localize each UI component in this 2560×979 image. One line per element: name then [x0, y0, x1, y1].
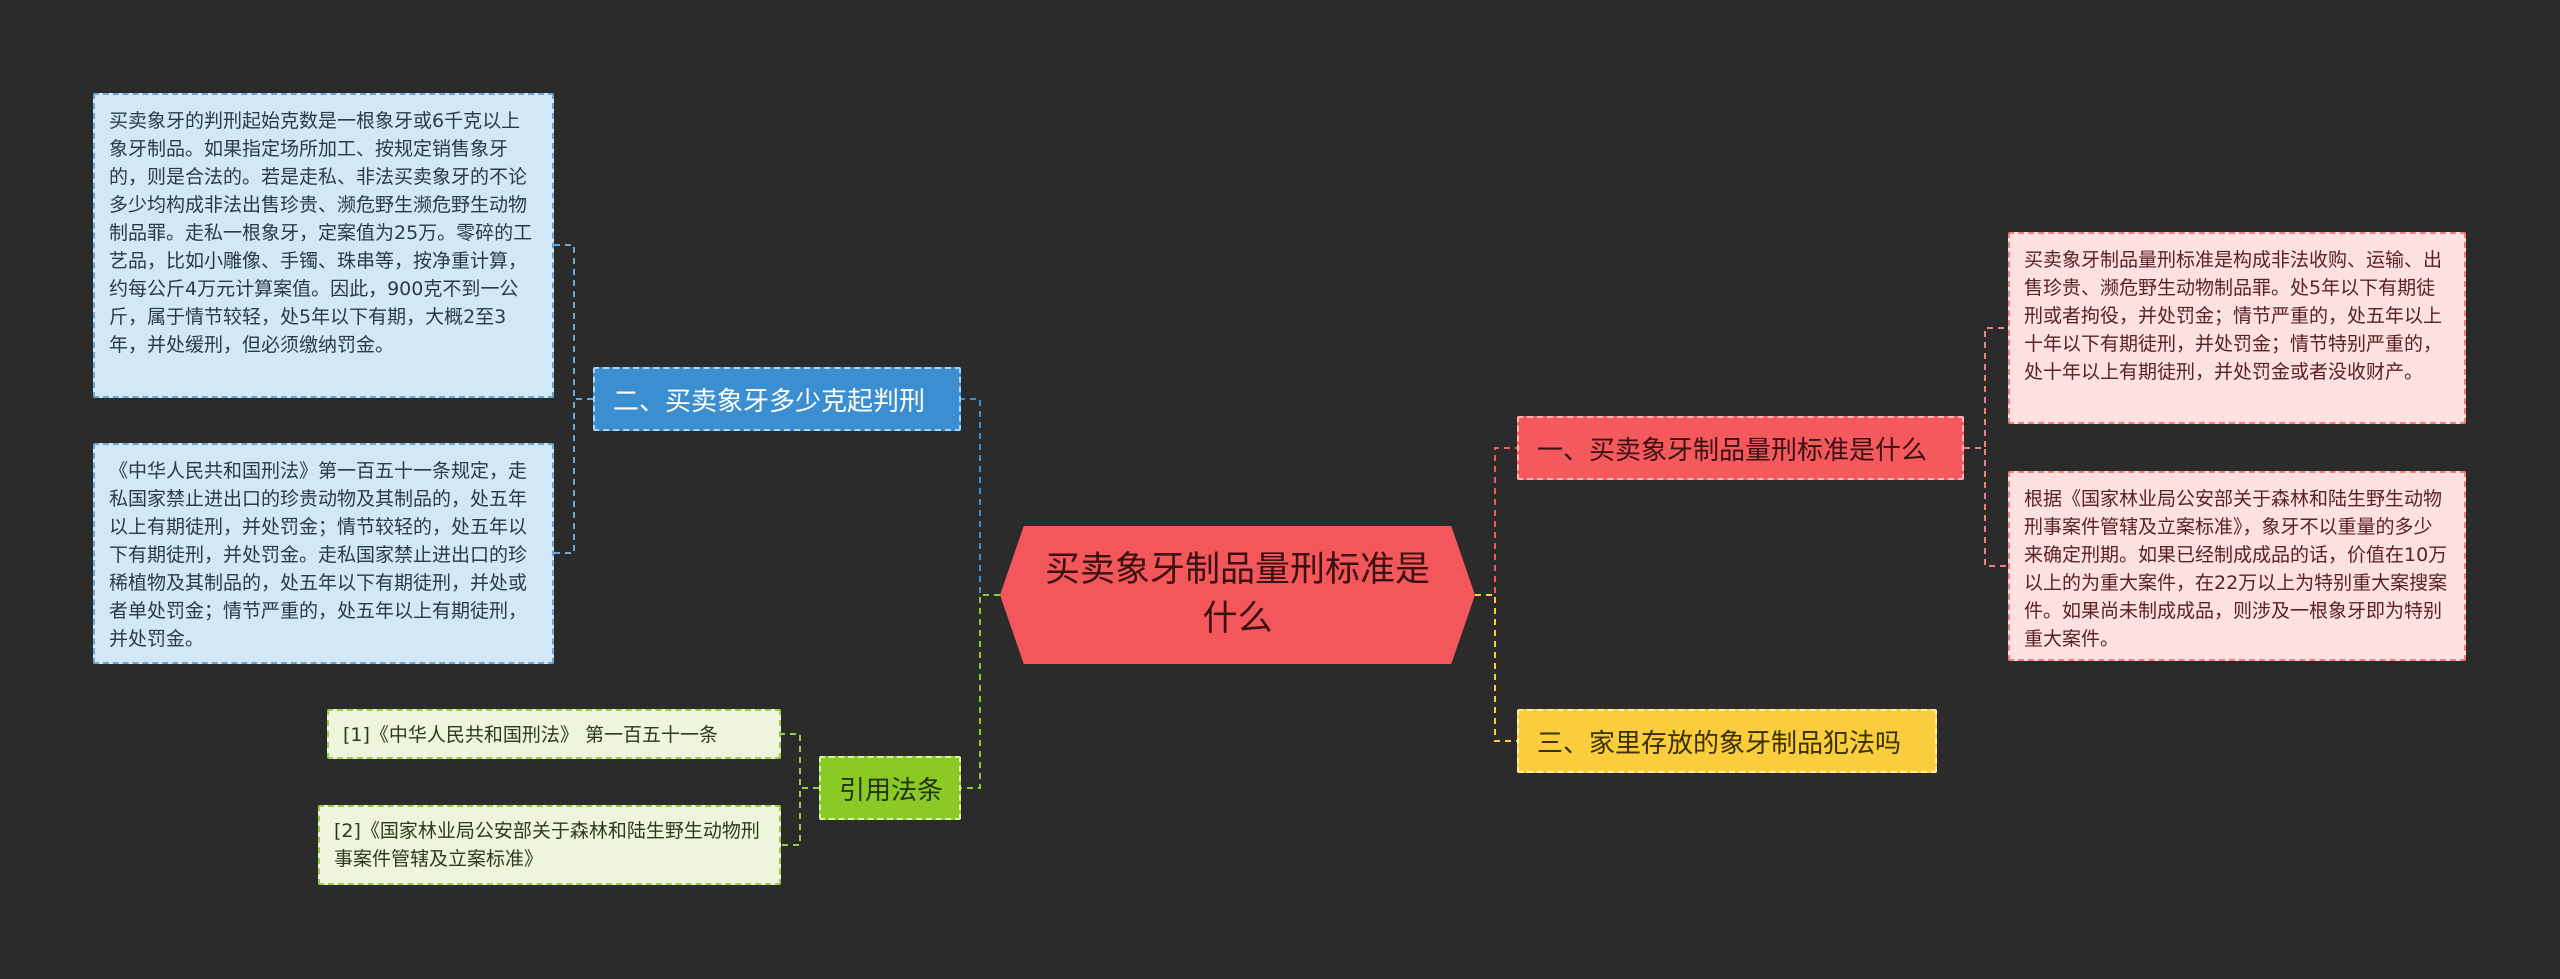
link-central-to-topic-1	[1475, 447, 1517, 596]
leaf-criminal-law-article-text: 《中华人民共和国刑法》第一百五十一条规定，走私国家禁止进出口的珍贵动物及其制品的…	[109, 460, 528, 650]
leaf-sentencing-crime[interactable]: 买卖象牙制品量刑标准是构成非法收购、运输、出售珍贵、濒危野生动物制品罪。处5年以…	[2008, 232, 2466, 424]
leaf-grams-explanation[interactable]: 买卖象牙的判刑起始克数是一根象牙或6千克以上象牙制品。如果指定场所加工、按规定销…	[93, 93, 554, 398]
leaf-sentencing-crime-text: 买卖象牙制品量刑标准是构成非法收购、运输、出售珍贵、濒危野生动物制品罪。处5年以…	[2024, 249, 2443, 383]
link-topic-4-to-leaf-g1	[781, 733, 819, 789]
topic-sentencing-standard-label: 一、买卖象牙制品量刑标准是什么	[1537, 435, 1928, 466]
leaf-criminal-law-article[interactable]: 《中华人民共和国刑法》第一百五十一条规定，走私国家禁止进出口的珍贵动物及其制品的…	[93, 443, 554, 664]
leaf-filing-standard[interactable]: 根据《国家林业局公安部关于森林和陆生野生动物刑事案件管辖及立案标准》，象牙不以重…	[2008, 471, 2466, 661]
link-topic-1-to-leaf-r1	[1964, 327, 2008, 449]
topic-home-storage-label: 三、家里存放的象牙制品犯法吗	[1537, 728, 1902, 759]
link-central-to-topic-3	[1475, 594, 1517, 742]
link-topic-4-to-leaf-g2	[781, 787, 819, 846]
leaf-grams-explanation-text: 买卖象牙的判刑起始克数是一根象牙或6千克以上象牙制品。如果指定场所加工、按规定销…	[109, 110, 533, 356]
link-topic-1-to-leaf-r2	[1964, 447, 2008, 567]
central-topic[interactable]: 买卖象牙制品量刑标准是什么	[1000, 526, 1475, 664]
leaf-citation-1-text: [1]《中华人民共和国刑法》 第一百五十一条	[343, 724, 718, 746]
topic-grams-threshold-label: 二、买卖象牙多少克起判刑	[613, 386, 926, 417]
link-topic-2-to-leaf-b2	[554, 398, 593, 554]
topic-cited-laws-label: 引用法条	[839, 775, 944, 806]
leaf-citation-2[interactable]: [2]《国家林业局公安部关于森林和陆生野生动物刑事案件管辖及立案标准》	[318, 805, 781, 885]
central-topic-label: 买卖象牙制品量刑标准是什么	[1044, 550, 1430, 639]
link-central-to-topic-2	[961, 398, 1000, 596]
leaf-filing-standard-text: 根据《国家林业局公安部关于森林和陆生野生动物刑事案件管辖及立案标准》，象牙不以重…	[2024, 488, 2448, 650]
topic-grams-threshold[interactable]: 二、买卖象牙多少克起判刑	[593, 367, 961, 431]
leaf-citation-2-text: [2]《国家林业局公安部关于森林和陆生野生动物刑事案件管辖及立案标准》	[334, 820, 760, 870]
link-topic-2-to-leaf-b1	[554, 244, 593, 400]
topic-cited-laws[interactable]: 引用法条	[819, 756, 961, 820]
topic-home-storage[interactable]: 三、家里存放的象牙制品犯法吗	[1517, 709, 1937, 773]
leaf-citation-1[interactable]: [1]《中华人民共和国刑法》 第一百五十一条	[327, 709, 781, 759]
link-central-to-topic-4	[961, 594, 1000, 789]
topic-sentencing-standard[interactable]: 一、买卖象牙制品量刑标准是什么	[1517, 416, 1964, 480]
